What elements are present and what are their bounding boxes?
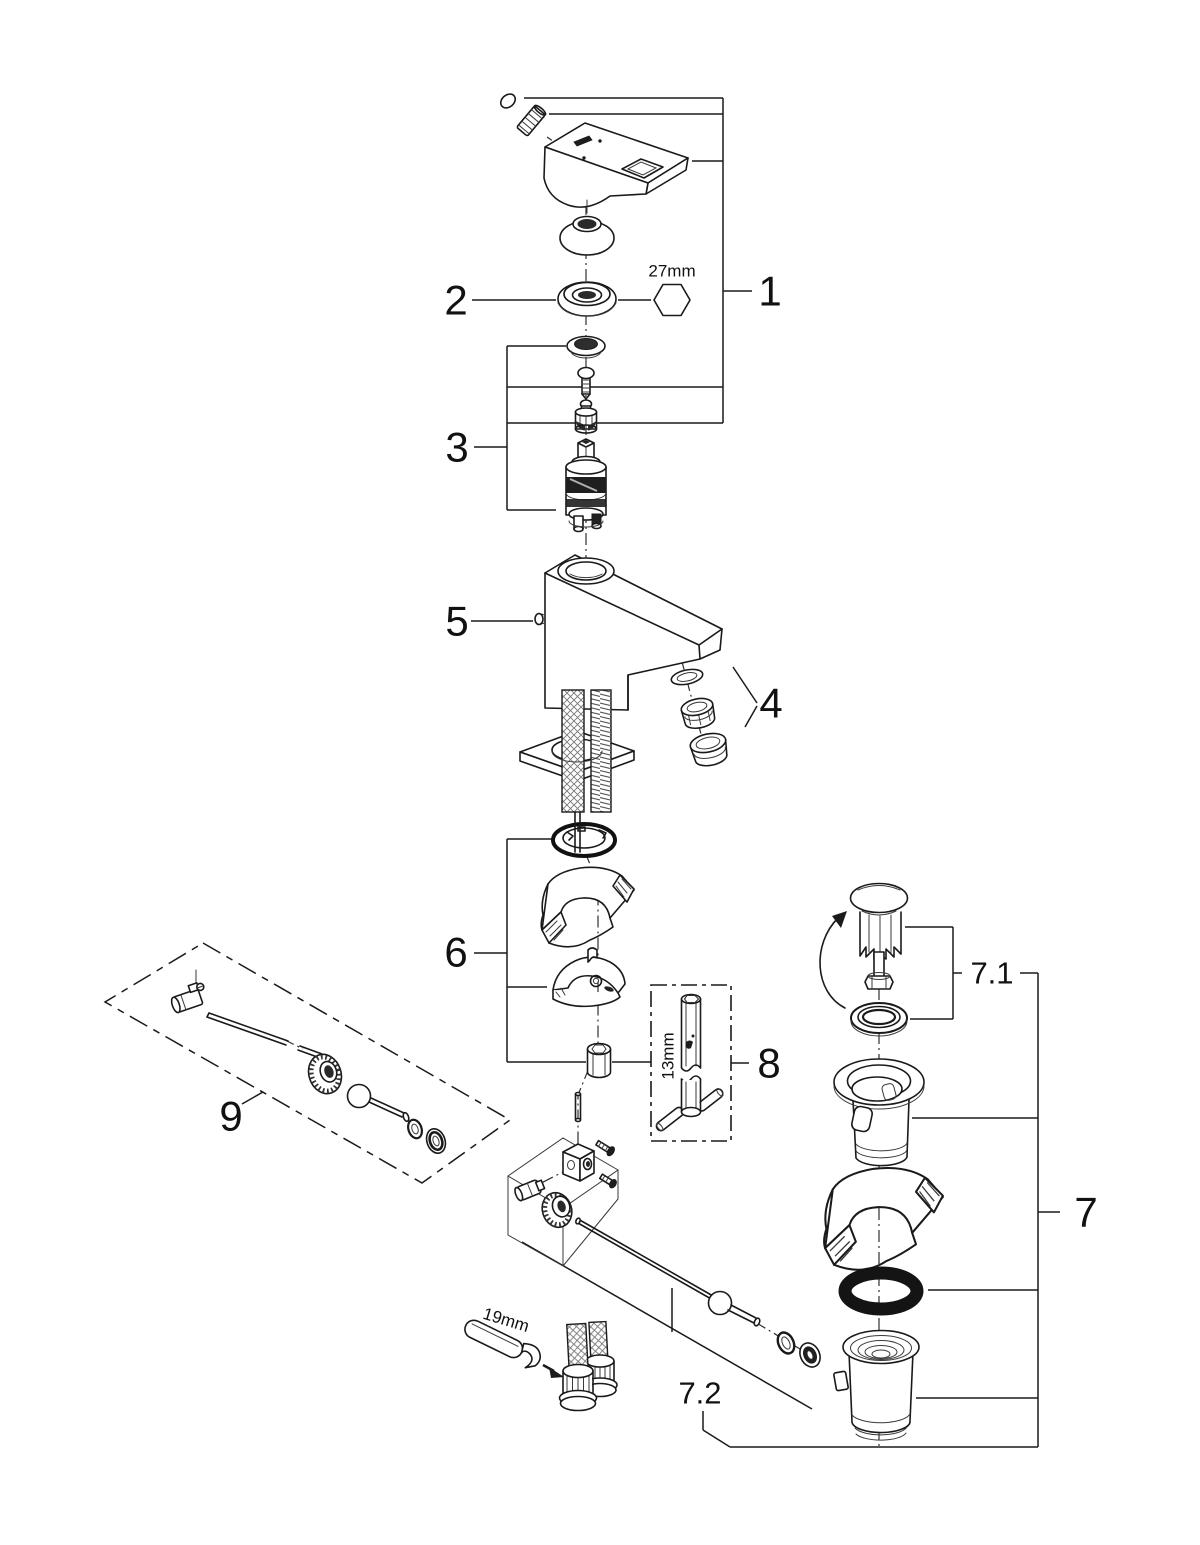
hose-connector-left bbox=[558, 1363, 598, 1412]
pivot-block bbox=[562, 1143, 595, 1182]
faucet-body bbox=[534, 554, 723, 711]
aerator-regulator bbox=[680, 697, 716, 729]
drain-o-ring bbox=[838, 1266, 924, 1316]
base-gasket bbox=[551, 822, 617, 858]
pivot-screw-lower bbox=[598, 1173, 617, 1189]
cartridge-cap-ring bbox=[566, 335, 606, 359]
rotate-arrow bbox=[832, 911, 847, 928]
rod-o-ring bbox=[776, 1331, 796, 1355]
trim-plate-wireframe bbox=[507, 1137, 619, 1267]
drain-plug-seal bbox=[850, 1002, 908, 1037]
pop-up-rod-upper bbox=[574, 811, 581, 853]
body-side-pin bbox=[534, 612, 546, 626]
handle-slot bbox=[573, 135, 593, 147]
rod-seal-grommet bbox=[799, 1342, 821, 1368]
drain-flange bbox=[833, 1058, 925, 1167]
socket-tool bbox=[655, 993, 724, 1132]
pivot-pin bbox=[574, 1091, 582, 1123]
wrench-arrow bbox=[549, 1367, 564, 1378]
part-label-2: 2 bbox=[444, 277, 467, 324]
callout-lines bbox=[241, 97, 1060, 1448]
dim-label-13mm: 13mm bbox=[659, 1032, 678, 1079]
pivot-screw-upper bbox=[595, 1139, 615, 1157]
drain-housing bbox=[833, 1329, 920, 1441]
part-label-1: 1 bbox=[758, 268, 781, 315]
part-label-7-1: 7.1 bbox=[970, 956, 1013, 991]
cartridge bbox=[565, 438, 607, 533]
aerator-housing bbox=[689, 732, 728, 767]
hex-27mm bbox=[653, 283, 691, 317]
part-label-4: 4 bbox=[759, 680, 782, 727]
part-label-8: 8 bbox=[757, 1040, 780, 1087]
pop-up-rod bbox=[575, 1217, 761, 1327]
handle-dome-cap bbox=[559, 215, 615, 256]
rod-kit bbox=[170, 982, 447, 1154]
dim-label-27mm: 27mm bbox=[648, 262, 695, 281]
labels: 1 2 3 4 5 6 7 7.1 7.2 8 9 27mm 13mm 19mm bbox=[219, 262, 1097, 1411]
drain-plug bbox=[819, 882, 909, 1009]
part-label-7: 7 bbox=[1074, 1189, 1097, 1236]
part-label-3: 3 bbox=[445, 424, 468, 471]
mounting-hex-nut bbox=[586, 1042, 612, 1079]
part-label-7-2: 7.2 bbox=[678, 1376, 721, 1411]
mounting-nut bbox=[557, 281, 617, 317]
rod-kit-frame bbox=[103, 942, 512, 1184]
handle-lever bbox=[543, 122, 689, 214]
wrench-19mm bbox=[464, 1319, 564, 1378]
pivot-plug bbox=[514, 1179, 546, 1202]
supply-shanks bbox=[551, 689, 612, 813]
clamp-wedge-lower bbox=[552, 947, 626, 1008]
pivot-knurled-nut bbox=[541, 1191, 573, 1229]
cartridge-adapter bbox=[574, 399, 598, 434]
part-label-9: 9 bbox=[219, 1093, 242, 1140]
cartridge-screw bbox=[577, 366, 595, 400]
handle-screw bbox=[499, 93, 547, 137]
socket-tool-box bbox=[650, 984, 732, 1142]
part-label-5: 5 bbox=[445, 598, 468, 645]
aerator-seal bbox=[670, 668, 704, 686]
supply-hoses bbox=[558, 1320, 618, 1412]
part-label-6: 6 bbox=[444, 929, 467, 976]
